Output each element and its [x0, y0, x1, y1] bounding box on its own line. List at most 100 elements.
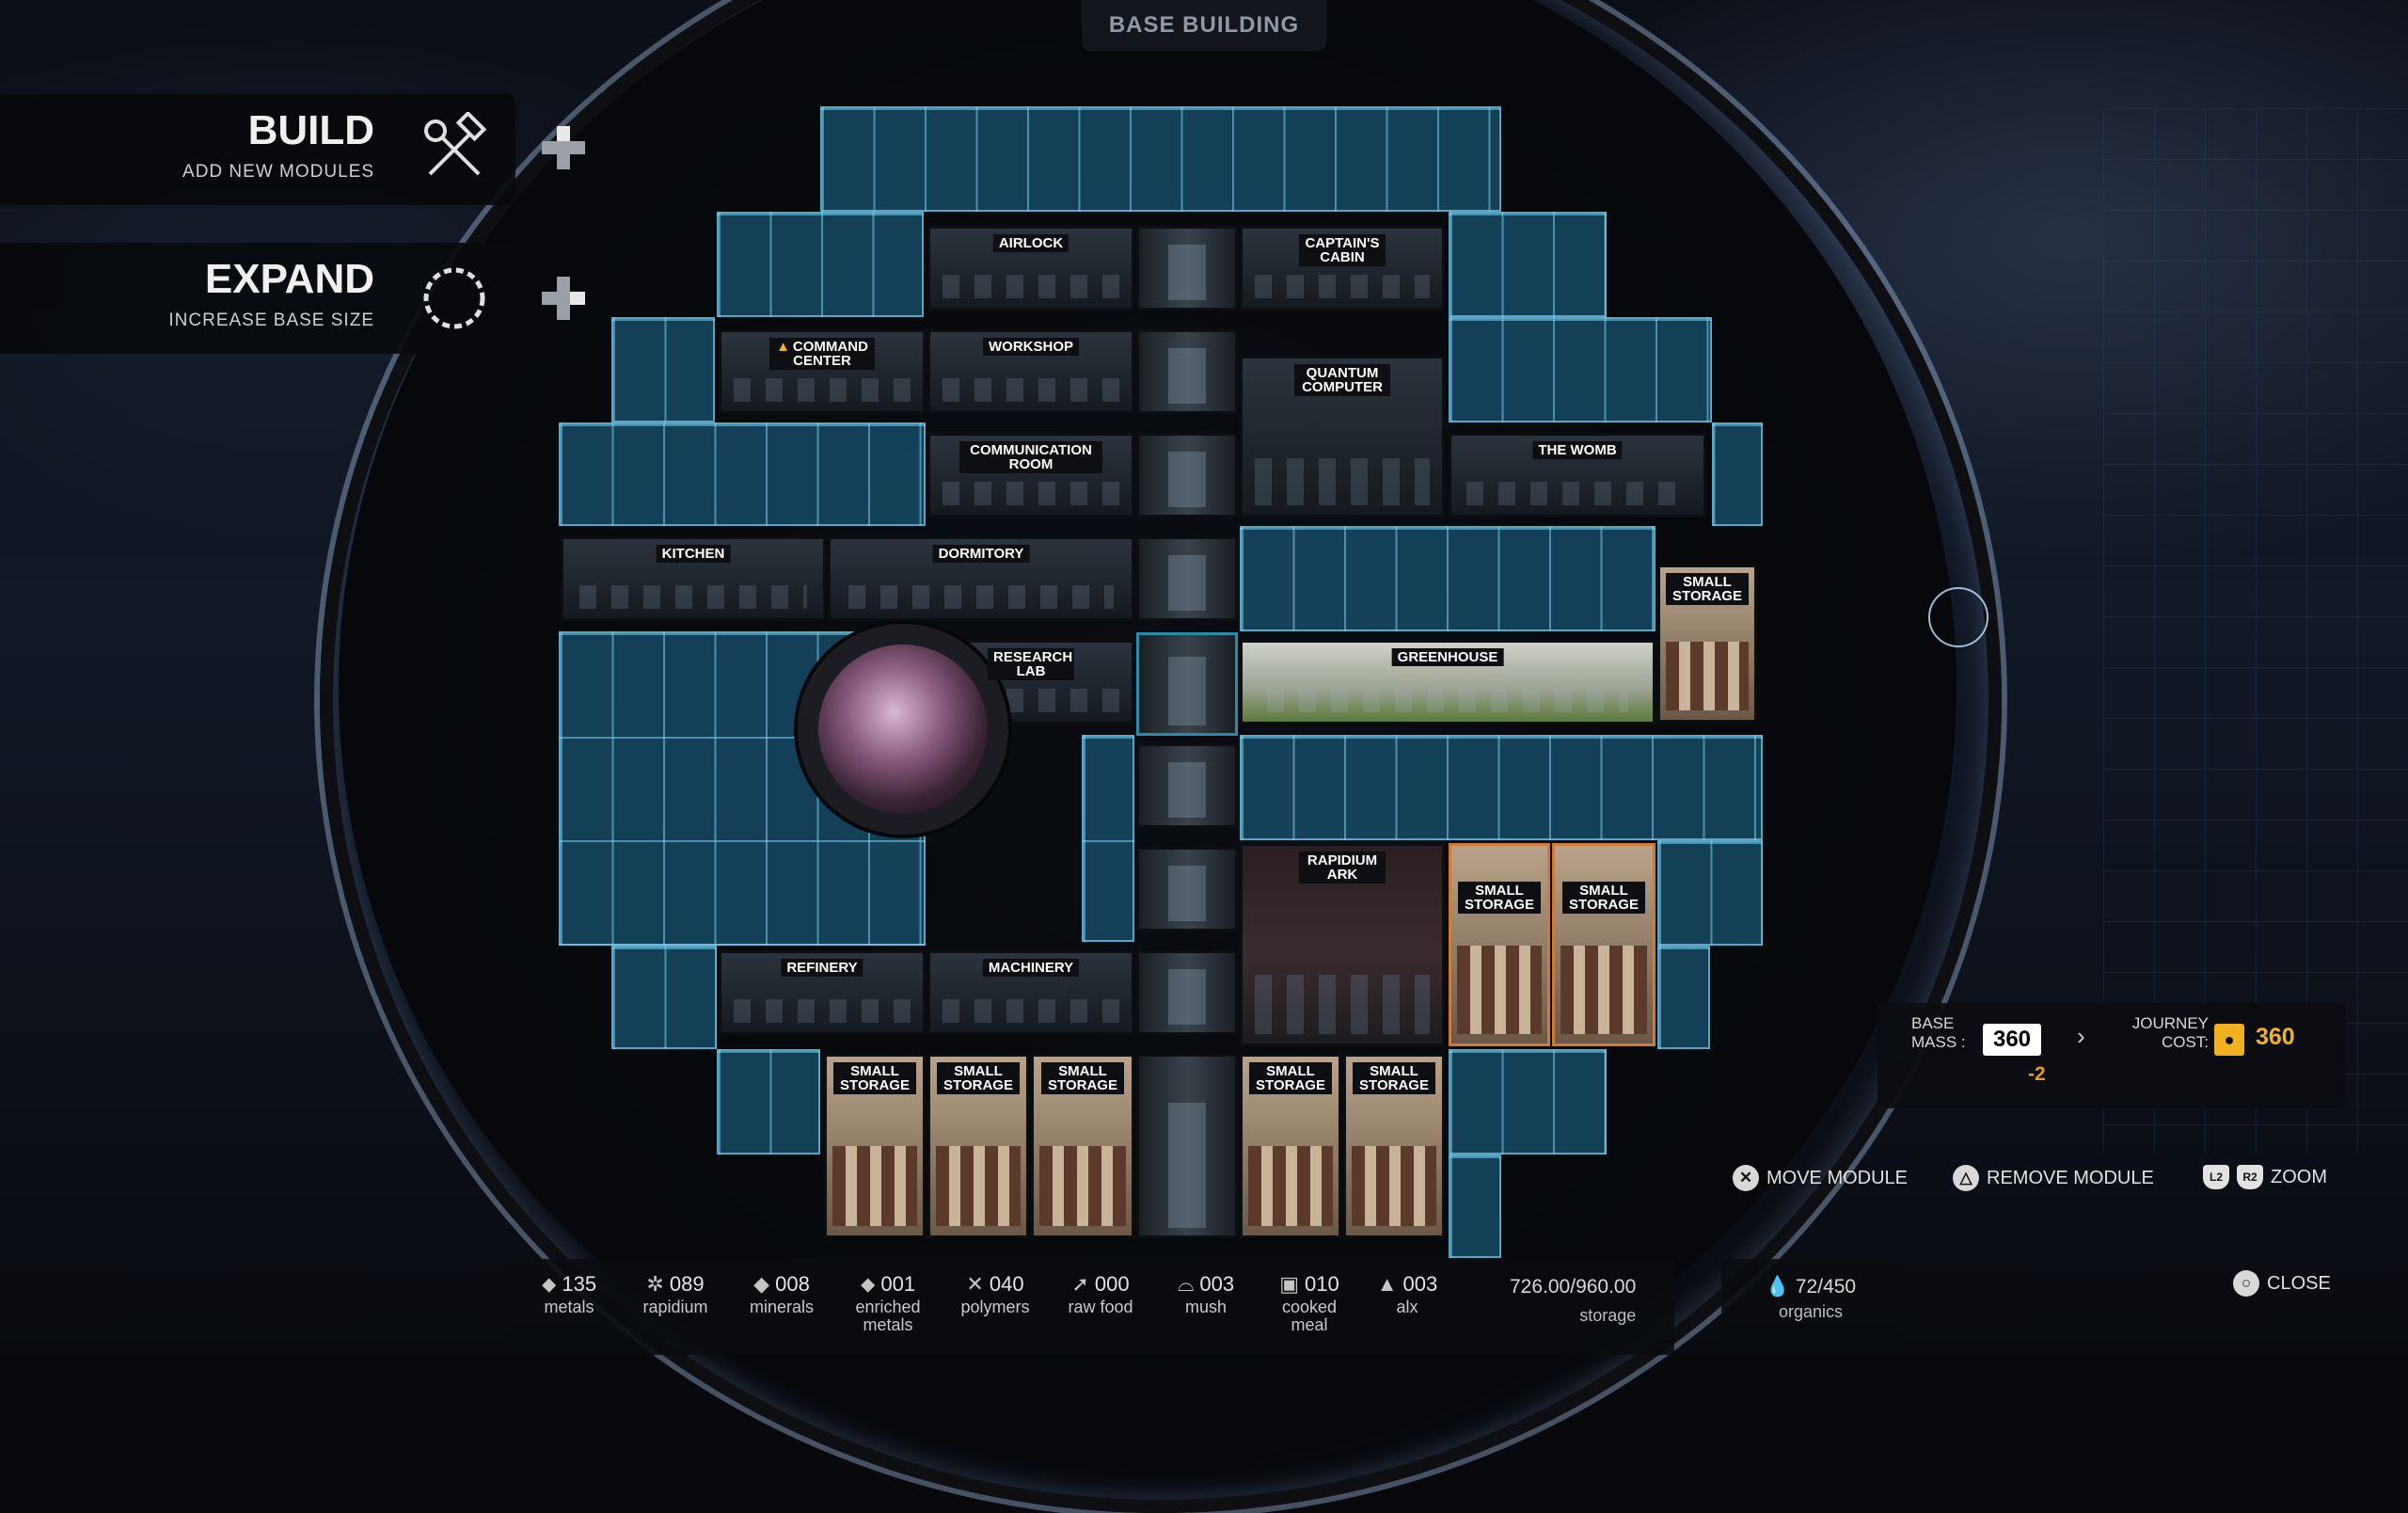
- zoom-control[interactable]: L2 R2 ZOOM: [2203, 1165, 2327, 1189]
- build-title: BUILD: [247, 107, 374, 153]
- resource-value: 008: [775, 1272, 810, 1296]
- resource-rapidium: ✲089 rapidium: [628, 1272, 722, 1316]
- resource-cooked-meal: ▣010 cooked meal: [1268, 1272, 1351, 1334]
- move-module-label: MOVE MODULE: [1766, 1167, 1909, 1188]
- module-label: DORMITORY: [932, 545, 1030, 563]
- expansion-tile[interactable]: [559, 422, 926, 526]
- expansion-tile[interactable]: [717, 212, 924, 317]
- module-captains-cabin[interactable]: CAPTAIN'S CABIN: [1240, 226, 1445, 311]
- module-airlock[interactable]: AIRLOCK: [927, 226, 1134, 311]
- module-small-storage[interactable]: SMALL STORAGE: [824, 1054, 926, 1238]
- resource-value: 000: [1094, 1272, 1130, 1296]
- module-the-womb[interactable]: THE WOMB: [1449, 433, 1706, 518]
- organics-capacity: 💧 72/450 organics: [1721, 1259, 1900, 1355]
- module-label: QUANTUM COMPUTER: [1294, 364, 1390, 396]
- module-label: MACHINERY: [982, 959, 1080, 977]
- remove-module-control[interactable]: △ REMOVE MODULE: [1953, 1165, 2154, 1191]
- resource-alx: ▲003 alx: [1370, 1272, 1445, 1316]
- module-lift[interactable]: [1136, 536, 1238, 621]
- expansion-tile[interactable]: [717, 1049, 820, 1155]
- module-lift[interactable]: [1136, 433, 1238, 518]
- expansion-tile[interactable]: [611, 946, 717, 1049]
- module-small-storage[interactable]: SMALL STORAGE: [1657, 565, 1757, 723]
- module-lift[interactable]: [1136, 329, 1238, 414]
- base-mass-label: BASE MASS :: [1911, 1014, 1966, 1051]
- module-kitchen[interactable]: KITCHEN: [561, 536, 826, 621]
- resource-value: 003: [1402, 1272, 1438, 1296]
- journey-cost-label: JOURNEY COST:: [2131, 1014, 2209, 1051]
- expand-title: EXPAND: [204, 256, 374, 302]
- module-label: SMALL STORAGE: [1353, 1062, 1435, 1094]
- module-label: THE WOMB: [1532, 441, 1623, 459]
- rapidium-icon: ✲: [646, 1272, 664, 1296]
- expansion-tile[interactable]: [1082, 735, 1134, 942]
- resource-value: 010: [1305, 1272, 1339, 1296]
- module-label: WORKSHOP: [983, 338, 1079, 356]
- resource-name: raw food: [1068, 1298, 1133, 1316]
- resource-mush: ⌓003 mush: [1164, 1272, 1247, 1316]
- module-machinery[interactable]: MACHINERY: [927, 950, 1134, 1035]
- resource-value: 040: [989, 1272, 1024, 1296]
- module-label: SMALL STORAGE: [937, 1062, 1020, 1094]
- module-small-storage[interactable]: SMALL STORAGE: [1552, 843, 1656, 1046]
- module-label: SMALL STORAGE: [1041, 1062, 1124, 1094]
- module-communication-room[interactable]: COMMUNICATION ROOM: [927, 433, 1134, 518]
- expansion-tile[interactable]: [1657, 840, 1763, 946]
- resource-name: enriched metals: [855, 1298, 921, 1334]
- build-panel[interactable]: BUILD ADD NEW MODULES: [0, 94, 515, 205]
- module-small-storage[interactable]: SMALL STORAGE: [1240, 1054, 1341, 1238]
- module-label: RAPIDIUM ARK: [1299, 852, 1386, 884]
- move-module-control[interactable]: ✕ MOVE MODULE: [1733, 1165, 1908, 1191]
- expansion-tile[interactable]: [611, 317, 715, 422]
- expansion-tile[interactable]: [1449, 1049, 1607, 1155]
- expansion-tile[interactable]: [1240, 735, 1763, 840]
- arrow-right-icon: ›: [2077, 1022, 2085, 1050]
- module-label: GREENHOUSE: [1391, 648, 1504, 666]
- module-rapidium-ark[interactable]: RAPIDIUM ARK: [1240, 843, 1445, 1046]
- module-small-storage[interactable]: SMALL STORAGE: [1031, 1054, 1134, 1238]
- build-subtitle: ADD NEW MODULES: [182, 162, 374, 182]
- expansion-tile[interactable]: [820, 106, 1501, 212]
- drop-icon: 💧: [1765, 1276, 1791, 1298]
- l2-trigger-icon: L2: [2203, 1165, 2229, 1189]
- resource-value: 089: [669, 1272, 705, 1296]
- module-lift[interactable]: [1136, 226, 1238, 311]
- close-control[interactable]: ○ CLOSE: [2233, 1270, 2331, 1297]
- porthole-window: [818, 645, 988, 814]
- mass-panel: BASE MASS : 360 -2 › JOURNEY COST: ● 360: [1877, 1003, 2346, 1108]
- module-workshop[interactable]: WORKSHOP: [927, 329, 1134, 414]
- module-refinery[interactable]: REFINERY: [719, 950, 926, 1035]
- module-dormitory[interactable]: DORMITORY: [828, 536, 1134, 621]
- resource-metals: ⬥135 metals: [527, 1272, 611, 1316]
- module-label: ▲COMMAND CENTER: [769, 338, 875, 370]
- storage-name: storage: [1579, 1306, 1637, 1325]
- alx-icon: ▲: [1376, 1272, 1398, 1296]
- resource-raw-food: ➚000 raw food: [1055, 1272, 1146, 1316]
- triangle-button-icon: △: [1953, 1165, 1979, 1191]
- base-mass-value: 360: [1983, 1024, 2041, 1056]
- expansion-tile[interactable]: [1449, 212, 1607, 317]
- remove-module-label: REMOVE MODULE: [1987, 1167, 2154, 1188]
- module-lift[interactable]: [1136, 1054, 1238, 1238]
- module-small-storage[interactable]: SMALL STORAGE: [1449, 843, 1550, 1046]
- expansion-tile[interactable]: [1449, 1155, 1501, 1258]
- module-greenhouse[interactable]: GREENHOUSE: [1240, 640, 1656, 725]
- module-label: SMALL STORAGE: [1562, 882, 1645, 914]
- module-small-storage[interactable]: SMALL STORAGE: [1343, 1054, 1445, 1238]
- fuel-drop-icon: ●: [2214, 1024, 2244, 1056]
- expansion-tile[interactable]: [1657, 946, 1710, 1049]
- circle-button-icon: ○: [2233, 1270, 2259, 1297]
- expansion-tile[interactable]: [1240, 526, 1656, 631]
- module-lift[interactable]: [1136, 950, 1238, 1035]
- expansion-tile[interactable]: [1712, 422, 1763, 526]
- expand-panel[interactable]: EXPAND INCREASE BASE SIZE: [0, 243, 515, 354]
- module-command-center[interactable]: ▲COMMAND CENTER: [719, 329, 926, 414]
- organics-value: 72/450: [1795, 1276, 1857, 1298]
- module-lift-selected[interactable]: [1136, 632, 1238, 736]
- module-small-storage[interactable]: SMALL STORAGE: [927, 1054, 1029, 1238]
- module-quantum-computer[interactable]: QUANTUM COMPUTER: [1240, 356, 1445, 518]
- expansion-tile[interactable]: [1449, 317, 1712, 422]
- module-lift[interactable]: [1136, 743, 1238, 828]
- module-lift[interactable]: [1136, 847, 1238, 932]
- resource-name: minerals: [749, 1298, 815, 1316]
